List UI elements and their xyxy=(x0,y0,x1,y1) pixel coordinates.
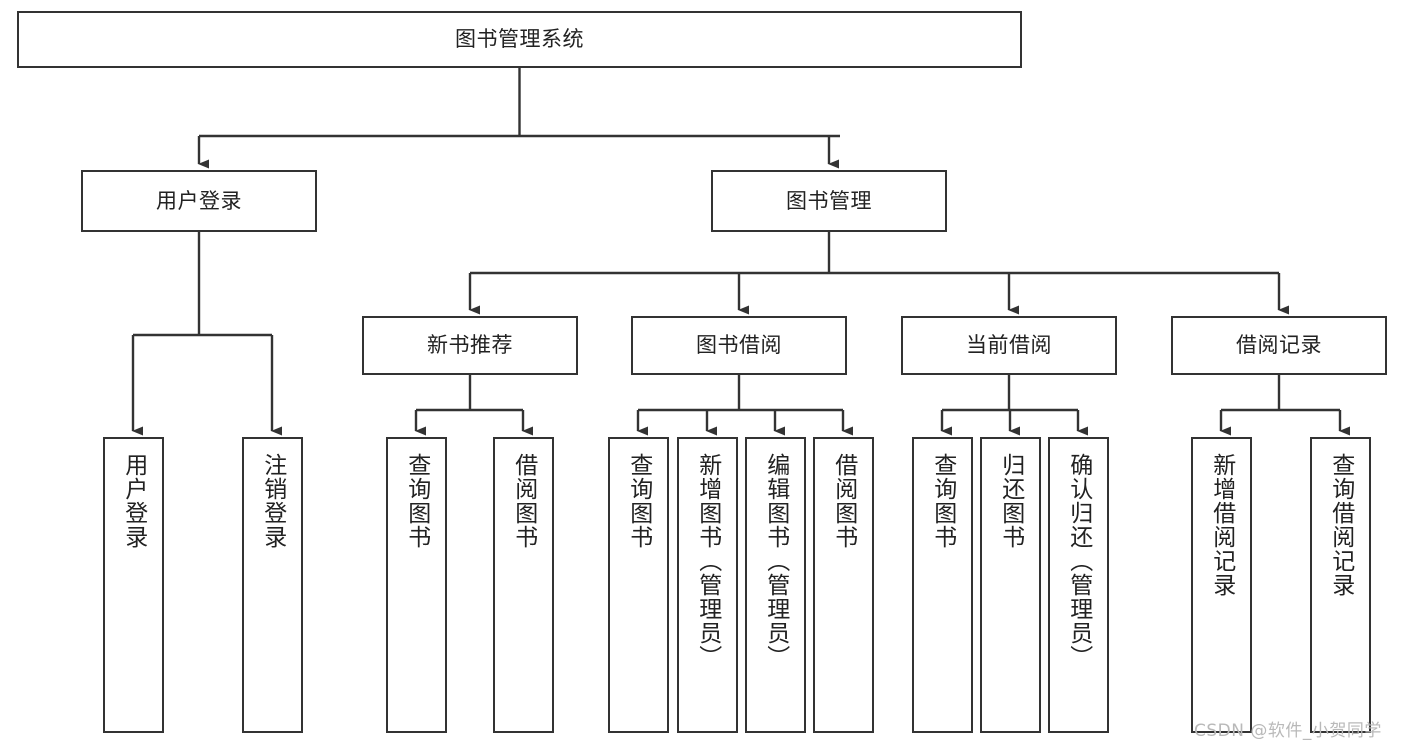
node-current-borrow-label: 当前借阅 xyxy=(966,333,1052,358)
node-user-login-label: 用户登录 xyxy=(156,188,242,213)
node-new-book-recommend-label: 新书推荐 xyxy=(427,333,513,358)
leaf-book-borrow-query-label: 查询图书 xyxy=(625,453,652,549)
node-book-management[interactable]: 图书管理 xyxy=(711,170,947,232)
leaf-current-borrow-return-label: 归还图书 xyxy=(997,453,1024,549)
leaf-borrow-records-query-label: 查询借阅记录 xyxy=(1327,453,1354,597)
node-root-book-management-system[interactable]: 图书管理系统 xyxy=(17,11,1022,68)
leaf-book-borrow-add[interactable]: 新增图书（管理员） xyxy=(677,437,738,733)
csdn-watermark: CSDN @软件_小贺同学 xyxy=(1194,721,1382,741)
leaf-user-login-logout-label: 注销登录 xyxy=(259,453,286,549)
node-book-management-label: 图书管理 xyxy=(786,188,872,213)
node-borrow-records-label: 借阅记录 xyxy=(1236,333,1322,358)
node-borrow-records[interactable]: 借阅记录 xyxy=(1171,316,1387,375)
node-book-borrow-label: 图书借阅 xyxy=(696,333,782,358)
leaf-borrow-records-query[interactable]: 查询借阅记录 xyxy=(1310,437,1371,733)
leaf-borrow-records-add[interactable]: 新增借阅记录 xyxy=(1191,437,1252,733)
leaf-new-book-borrow[interactable]: 借阅图书 xyxy=(493,437,554,733)
leaf-user-login-logout[interactable]: 注销登录 xyxy=(242,437,303,733)
leaf-user-login-login-label: 用户登录 xyxy=(120,453,147,549)
node-new-book-recommend[interactable]: 新书推荐 xyxy=(362,316,578,375)
leaf-new-book-borrow-label: 借阅图书 xyxy=(510,453,537,549)
leaf-book-borrow-add-label: 新增图书（管理员） xyxy=(694,453,721,669)
leaf-user-login-login[interactable]: 用户登录 xyxy=(103,437,164,733)
leaf-current-borrow-return[interactable]: 归还图书 xyxy=(980,437,1041,733)
node-root-label: 图书管理系统 xyxy=(455,27,584,52)
leaf-current-borrow-confirm-return-label: 确认归还（管理员） xyxy=(1065,453,1092,669)
leaf-new-book-query[interactable]: 查询图书 xyxy=(386,437,447,733)
node-current-borrow[interactable]: 当前借阅 xyxy=(901,316,1117,375)
leaf-book-borrow-borrow-label: 借阅图书 xyxy=(830,453,857,549)
leaf-book-borrow-query[interactable]: 查询图书 xyxy=(608,437,669,733)
node-user-login[interactable]: 用户登录 xyxy=(81,170,317,232)
leaf-book-borrow-edit[interactable]: 编辑图书（管理员） xyxy=(745,437,806,733)
leaf-current-borrow-query[interactable]: 查询图书 xyxy=(912,437,973,733)
leaf-current-borrow-confirm-return[interactable]: 确认归还（管理员） xyxy=(1048,437,1109,733)
leaf-book-borrow-borrow[interactable]: 借阅图书 xyxy=(813,437,874,733)
leaf-new-book-query-label: 查询图书 xyxy=(403,453,430,549)
node-book-borrow[interactable]: 图书借阅 xyxy=(631,316,847,375)
leaf-current-borrow-query-label: 查询图书 xyxy=(929,453,956,549)
leaf-borrow-records-add-label: 新增借阅记录 xyxy=(1208,453,1235,597)
leaf-book-borrow-edit-label: 编辑图书（管理员） xyxy=(762,453,789,669)
